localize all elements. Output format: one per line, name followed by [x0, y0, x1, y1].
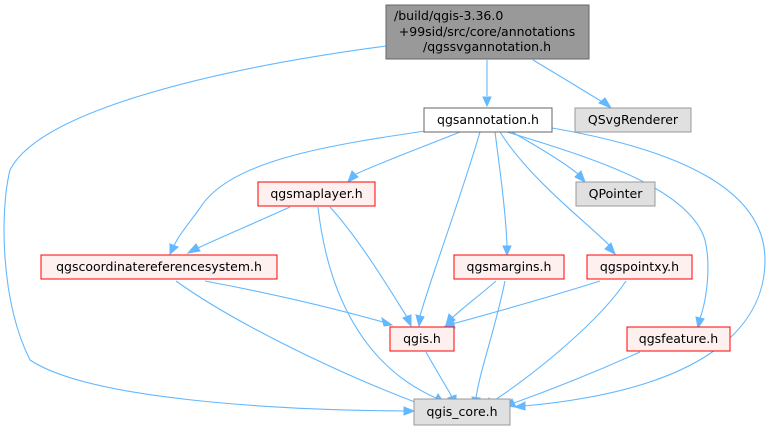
edge-qgsannotation-to-qgsfeature [506, 131, 709, 319]
node-qgsannotation[interactable]: qgsannotation.h [423, 107, 553, 133]
arrowhead-qgis-from-annotation [415, 314, 425, 328]
node-qgsmaplayer-box [257, 181, 376, 207]
arrowhead-qgsmaplayer [347, 170, 359, 184]
node-qgspointxy-label: qgspointxy.h [600, 259, 679, 274]
edge-qgsfeature-to-qgiscore [513, 351, 641, 404]
node-qpointer-box [575, 181, 656, 207]
node-root-label-line-2: +99sid/src/core/annotations [399, 24, 575, 39]
edges-layer [3, 45, 766, 412]
edge-qgscrs-to-qgis [204, 280, 384, 323]
node-qgsannotation-box [423, 107, 553, 133]
node-qgscrs-label: qgscoordinatereferencesystem.h [56, 259, 262, 274]
node-qsvgrenderer: QSvgRenderer [574, 107, 692, 133]
arrowhead-qgspointxy [604, 242, 616, 256]
node-qgsmargins[interactable]: qgsmargins.h [453, 254, 565, 280]
edge-qgspointxy-to-qgiscore [491, 280, 627, 403]
node-root-label-line-3: /qgssvgannotation.h [423, 39, 551, 54]
edge-qgscrs-to-qgiscore [175, 280, 421, 405]
node-qgis-label: qgis.h [403, 331, 441, 346]
edge-qgsannotation-to-qgis [419, 131, 481, 317]
arrowhead-qpointer [574, 170, 586, 184]
edge-qgsannotation-to-qpointer [511, 131, 579, 175]
edge-qgis-to-qgiscore [425, 351, 453, 398]
node-qgis-box [389, 326, 455, 352]
node-qgsannotation-label: qgsannotation.h [437, 112, 539, 127]
arrowhead-qsvgrenderer [598, 97, 613, 110]
edge-root-to-qsvgrenderer [532, 59, 605, 104]
node-root-box [385, 4, 590, 60]
node-qsvgrenderer-box [574, 107, 692, 133]
node-root[interactable]: /build/qgis-3.36.0 +99sid/src/core/annot… [385, 4, 590, 60]
node-qgsmargins-label: qgsmargins.h [467, 259, 552, 274]
node-qgis[interactable]: qgis.h [389, 326, 455, 352]
edge-qgsannotation-to-qgspointxy [499, 131, 611, 247]
arrowhead-qgis-from-maplayer [402, 314, 412, 328]
node-qpointer-label: QPointer [589, 186, 644, 201]
node-qgiscore-box [413, 398, 511, 426]
edge-qgsannotation-to-qgscrs [173, 129, 433, 247]
node-qgsmargins-box [453, 254, 565, 280]
edge-qgsannotation-to-qgsmaplayer [355, 131, 461, 175]
edge-root-to-qgiscore [3, 45, 405, 412]
arrowhead-qgscrs-from-maplayer [186, 243, 201, 254]
arrowhead-qgis-from-crs [381, 316, 394, 327]
edge-qgspointxy-to-qgis [451, 280, 601, 325]
edge-qgsannotation-to-qgiscore [523, 127, 766, 407]
node-qgiscore: qgis_core.h [413, 398, 511, 426]
node-qgiscore-label: qgis_core.h [426, 404, 497, 419]
arrowhead-qgiscore-from-root [403, 406, 416, 416]
node-qgscrs-box [40, 254, 278, 280]
node-root-label-line-1: /build/qgis-3.36.0 [394, 8, 503, 23]
arrowhead-qgiscore-from-annotation [513, 401, 526, 411]
node-qgsfeature-box [626, 326, 731, 352]
arrowhead-qgsfeature [695, 316, 705, 330]
node-qgscrs[interactable]: qgscoordinatereferencesystem.h [40, 254, 278, 280]
edge-qgsmaplayer-to-qgscrs [197, 206, 291, 249]
edge-qgsmargins-to-qgiscore [475, 280, 506, 399]
node-qgsmaplayer-label: qgsmaplayer.h [270, 186, 362, 201]
node-qgspointxy-box [586, 254, 693, 280]
arrowhead-qgscrs-from-annotation [169, 243, 179, 256]
edge-qgsmargins-to-qgis [451, 280, 497, 319]
node-qgsfeature[interactable]: qgsfeature.h [626, 326, 731, 352]
edge-qgsmaplayer-to-qgis [329, 206, 408, 318]
node-qgsfeature-label: qgsfeature.h [639, 331, 718, 346]
node-qpointer: QPointer [575, 181, 656, 207]
arrowhead-qgsmargins [502, 245, 512, 257]
edge-qgsannotation-to-qgsmargins [494, 131, 508, 247]
node-qsvgrenderer-label: QSvgRenderer [588, 112, 679, 127]
node-qgspointxy[interactable]: qgspointxy.h [586, 254, 693, 280]
node-qgsmaplayer[interactable]: qgsmaplayer.h [257, 181, 376, 207]
arrowhead-qgsannotation [482, 96, 492, 108]
